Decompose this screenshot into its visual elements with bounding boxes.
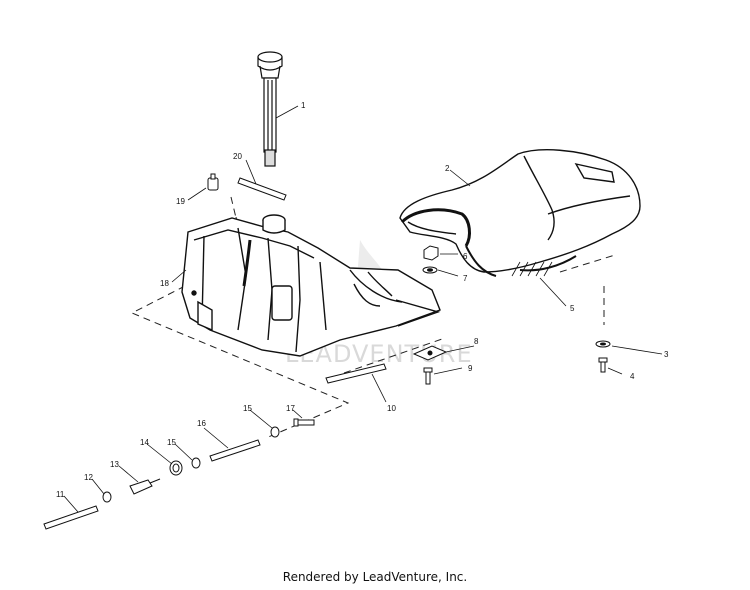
label-20: 20 [233,152,242,161]
leader-lines [63,105,663,513]
label-14: 14 [140,438,149,447]
bolt-washer [595,340,611,373]
tank-bolt [423,367,433,385]
label-4: 4 [630,372,635,381]
label-2: 2 [445,164,450,173]
fitting [293,418,315,427]
fuel-filter [129,478,161,495]
fuel-hose-lower [43,505,99,530]
vent-tube [237,177,287,201]
label-19: 19 [176,197,185,206]
part-labels: 1 2 3 4 5 6 7 8 9 10 11 12 13 14 15 15 1… [56,101,669,499]
label-10: 10 [387,404,396,413]
label-15-upper: 15 [243,404,252,413]
fuel-sender [257,51,283,167]
label-1: 1 [301,101,306,110]
label-9: 9 [468,364,473,373]
label-16: 16 [197,419,206,428]
label-18: 18 [160,279,169,288]
label-12: 12 [84,473,93,482]
footer-credit: Rendered by LeadVenture, Inc. [282,570,468,584]
label-13: 13 [110,460,119,469]
label-17: 17 [286,404,295,413]
label-5: 5 [570,304,575,313]
label-7: 7 [463,274,468,283]
fuel-tank [181,214,441,357]
label-8: 8 [474,337,479,346]
label-11: 11 [56,490,65,499]
seat [399,149,641,277]
tank-strap [325,363,387,384]
filter-ring [169,460,183,476]
fuel-hose-upper [209,439,261,462]
label-6: 6 [463,252,468,261]
hose-clamps [191,426,280,469]
seat-hardware [422,245,439,274]
hose-clamp-lower [102,491,112,503]
label-15-lower: 15 [167,438,176,447]
label-3: 3 [664,350,669,359]
check-valve [207,173,219,191]
